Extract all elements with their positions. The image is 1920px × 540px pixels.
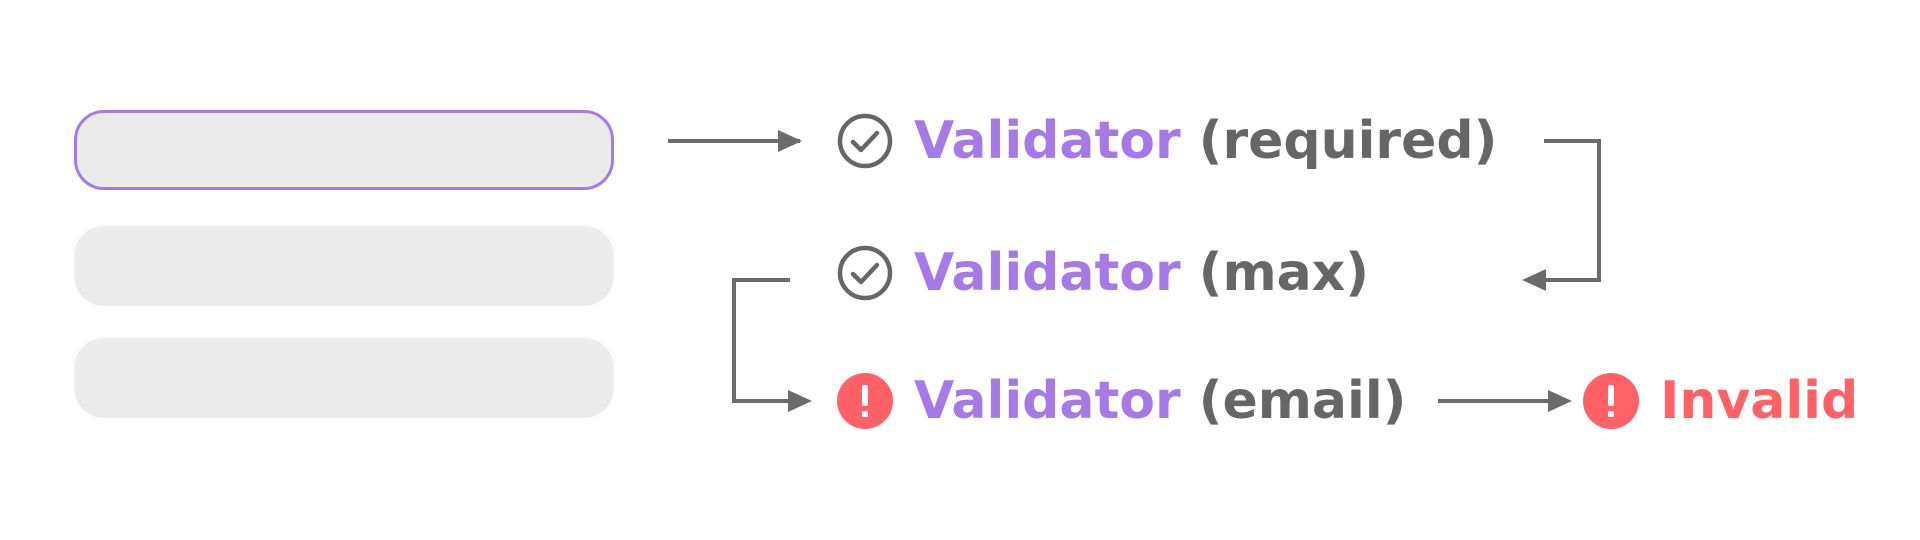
- arrowhead-max: [1522, 269, 1546, 291]
- result-label: Invalid: [1660, 371, 1859, 431]
- form-field[interactable]: [74, 226, 614, 306]
- arrowhead-email: [788, 390, 812, 412]
- error-circle-icon: [837, 373, 893, 429]
- validator-arg: (email): [1198, 371, 1407, 431]
- validator-name: Validator: [914, 243, 1181, 303]
- arrow-required-to-max: [1544, 139, 1601, 282]
- validator-max: Validator (max): [836, 243, 1369, 303]
- validator-required: Validator (required): [836, 111, 1497, 171]
- validator-arg: (max): [1198, 243, 1370, 303]
- check-circle-icon: [837, 245, 893, 301]
- validator-name: Validator: [914, 371, 1181, 431]
- form-field-focused[interactable]: [74, 110, 614, 190]
- arrowhead-invalid: [1548, 390, 1572, 412]
- check-circle-icon: [837, 113, 893, 169]
- validator-name: Validator: [914, 111, 1181, 171]
- arrow-max-to-email: [732, 278, 790, 403]
- form-field[interactable]: [74, 338, 614, 418]
- error-circle-icon: [1583, 373, 1639, 429]
- validator-arg: (required): [1198, 111, 1498, 171]
- arrowhead-required: [778, 130, 802, 152]
- validation-result: Invalid: [1582, 371, 1858, 431]
- validator-email: Validator (email): [836, 371, 1406, 431]
